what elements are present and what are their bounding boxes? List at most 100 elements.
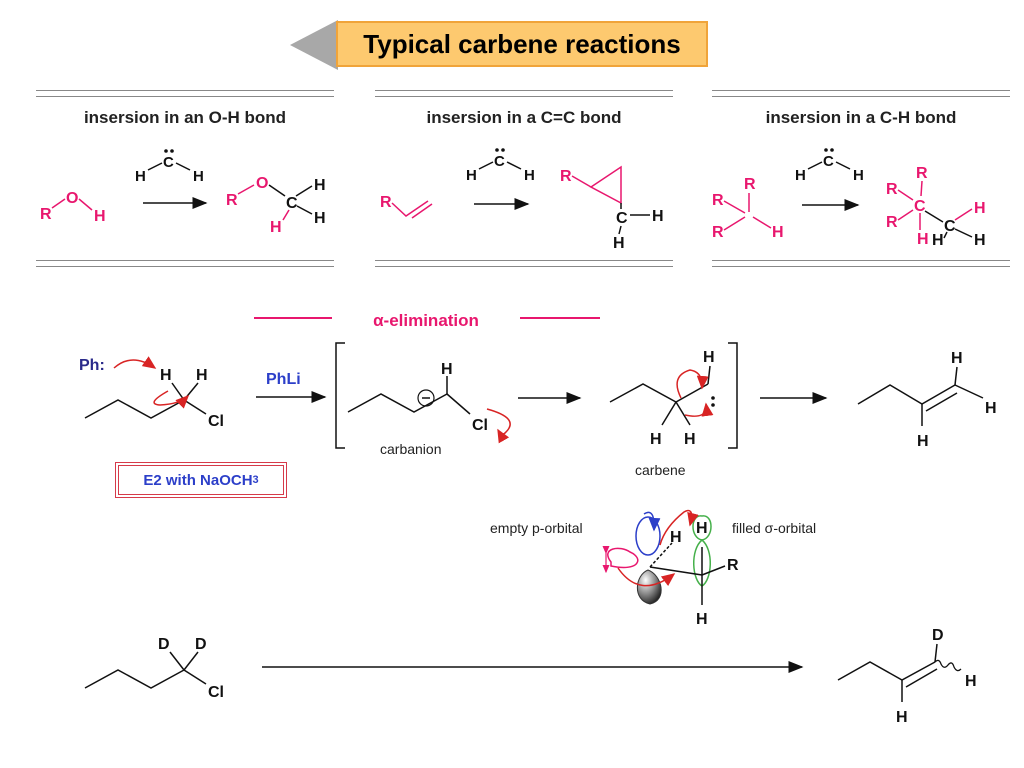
carbene-dot — [711, 396, 715, 400]
atom-cl: Cl — [472, 417, 488, 434]
bond — [506, 161, 522, 170]
filled-lobe — [636, 569, 662, 605]
right-bracket — [728, 342, 738, 449]
panel-title: insersion in a C=C bond — [426, 108, 622, 127]
bond — [920, 180, 923, 197]
atom-r: R — [226, 192, 238, 209]
carbene-reagent-2: H C H — [466, 148, 535, 184]
atom-h: H — [441, 361, 453, 378]
panel-ch-insertion: insersion in a C-H bond — [712, 90, 1010, 270]
atom-c: C — [823, 153, 834, 170]
lone-pair-dot — [164, 149, 168, 153]
atom-r: R — [712, 192, 724, 209]
atom-r: R — [380, 194, 392, 211]
bond — [924, 210, 944, 223]
page-title: Typical carbene reactions — [336, 21, 708, 67]
atom-c: C — [494, 153, 505, 170]
product-oh: R O C H H H — [226, 175, 326, 236]
shift-arrow — [684, 402, 714, 417]
bond — [237, 184, 255, 195]
atom-h: H — [974, 232, 986, 249]
bond — [897, 209, 914, 221]
atom-c: C — [944, 218, 956, 235]
carbon-chain — [84, 399, 185, 419]
bond — [51, 198, 66, 209]
atom-h: H — [314, 177, 326, 194]
atom-o: O — [256, 175, 268, 192]
carbene-reagent-1: H C H — [135, 149, 204, 185]
bond — [649, 566, 703, 576]
bond — [661, 401, 677, 426]
bond — [295, 185, 313, 197]
atom-h: H — [314, 210, 326, 227]
bond — [78, 198, 93, 211]
double-bond — [925, 392, 958, 412]
panel-bottom-rule — [36, 260, 334, 267]
alpha-elimination-label: α-elimination — [373, 311, 479, 330]
double-bond — [905, 668, 938, 688]
panel-bottom-rule — [712, 260, 1010, 267]
ph-arrow — [113, 356, 157, 369]
atom-h: H — [932, 232, 944, 249]
atom-r: R — [886, 214, 898, 231]
bond — [954, 366, 958, 386]
lone-pair-dot — [501, 148, 505, 152]
bond — [701, 565, 726, 576]
panel-title: insersion in an O-H bond — [83, 108, 287, 127]
atom-h: H — [160, 367, 172, 384]
panel-bottom-rule — [375, 260, 673, 267]
atom-h: H — [650, 431, 662, 448]
reaction-ch: R R R H — [712, 176, 784, 241]
carbene-label: carbene — [635, 462, 686, 478]
reaction-cc: R — [380, 194, 433, 219]
empty-p-orbital-lobe — [635, 516, 661, 556]
atom-h: H — [985, 400, 997, 417]
double-bond — [411, 203, 433, 219]
panel-oh-insertion: insersion in an O-H bond — [36, 90, 334, 270]
atom-h: H — [951, 350, 963, 367]
bond — [183, 651, 199, 671]
carbon-chain — [609, 383, 709, 403]
atom-h: H — [965, 673, 977, 690]
carbanion-label: carbanion — [380, 441, 442, 457]
bond — [268, 184, 286, 197]
atom-h: H — [613, 235, 625, 252]
atom-h: H — [684, 431, 696, 448]
filled-sigma-orbital-label: filled σ-orbital — [732, 520, 817, 536]
deuterated-alkene: D H H — [837, 627, 977, 726]
carbon-chain — [837, 661, 936, 681]
carbene-dot — [711, 403, 715, 407]
bond — [954, 384, 984, 399]
bond — [446, 393, 471, 415]
bond — [707, 365, 711, 385]
panel-cc-insertion: insersion in a C=C bond — [375, 90, 673, 270]
bond — [675, 401, 691, 426]
h-lobe — [607, 547, 639, 569]
left-bracket — [335, 342, 345, 449]
atom-r: R — [712, 224, 724, 241]
atom-o: O — [66, 190, 78, 207]
atom-r: R — [886, 181, 898, 198]
atom-h: H — [896, 709, 908, 726]
bond — [282, 209, 290, 221]
panel-top-rule — [712, 90, 1010, 97]
bond — [183, 399, 207, 415]
panel-top-rule — [375, 90, 673, 97]
cyclopropane-ring — [589, 165, 622, 205]
lone-pair-dot — [824, 148, 828, 152]
carbon-chain — [857, 384, 956, 405]
atom-d: D — [158, 636, 170, 653]
atom-h: H — [696, 520, 708, 537]
bond — [147, 162, 163, 171]
atom-h: H — [193, 168, 204, 185]
product-ch: R R R C H C H H H — [886, 165, 986, 249]
atom-cl: Cl — [208, 413, 224, 430]
lone-pair-dot — [495, 148, 499, 152]
atom-c: C — [163, 154, 174, 171]
panel-title: insersion in a C-H bond — [765, 108, 957, 127]
bond — [934, 643, 938, 663]
bond — [296, 205, 313, 215]
e2-subscript: 3 — [252, 474, 259, 486]
